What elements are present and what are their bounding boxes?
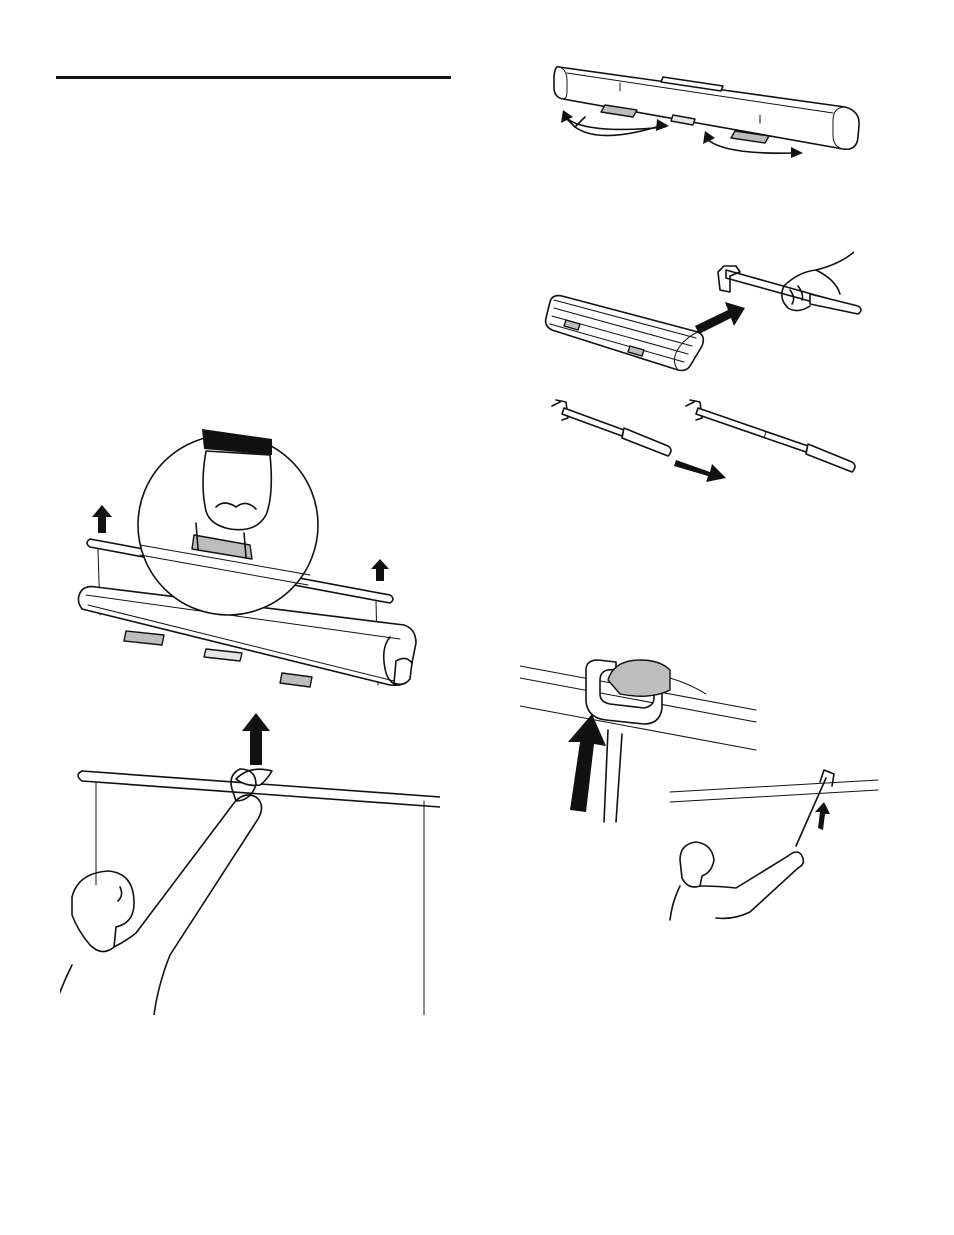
pole-extraction-illustration	[540, 250, 870, 490]
case-legs-illustration	[545, 55, 870, 165]
pole-hook-illustration	[520, 650, 890, 930]
section-header-rule	[56, 76, 451, 79]
screen-lift-illustration	[60, 425, 440, 1015]
